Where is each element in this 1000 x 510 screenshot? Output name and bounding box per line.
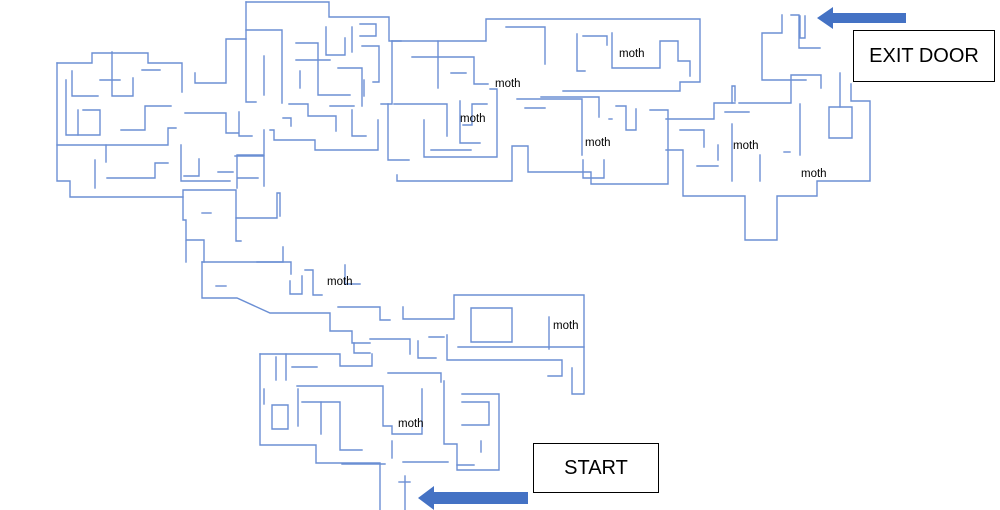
maze-wall bbox=[738, 74, 822, 104]
moth-label: moth bbox=[553, 320, 579, 332]
maze-wall bbox=[269, 119, 379, 151]
maze-wall bbox=[402, 294, 585, 395]
maze-wall bbox=[194, 38, 247, 84]
maze-wall bbox=[411, 56, 489, 85]
maze-wall bbox=[295, 42, 351, 96]
maze-wall bbox=[289, 275, 303, 295]
maze-wall bbox=[111, 51, 134, 97]
maze-wall bbox=[245, 1, 257, 103]
maze-wall bbox=[731, 85, 736, 104]
moth-label: moth bbox=[327, 276, 353, 288]
maze-wall bbox=[443, 380, 500, 471]
maze-wall bbox=[679, 129, 705, 148]
maze-wall bbox=[234, 155, 265, 187]
maze-wall bbox=[180, 144, 231, 182]
maze-wall bbox=[576, 33, 586, 72]
maze-wall bbox=[344, 264, 361, 285]
maze-wall bbox=[446, 334, 563, 377]
moth-label: moth bbox=[619, 48, 645, 60]
maze-wall bbox=[245, 29, 283, 104]
maze-wall bbox=[459, 100, 481, 144]
moth-label: moth bbox=[733, 140, 759, 152]
maze-wall bbox=[301, 401, 363, 451]
maze-wall bbox=[238, 111, 253, 137]
maze-wall bbox=[256, 261, 292, 275]
start-label: START bbox=[533, 443, 659, 493]
maze-wall bbox=[799, 15, 806, 39]
maze-wall bbox=[351, 109, 367, 137]
moth-label: moth bbox=[585, 137, 611, 149]
maze-wall bbox=[540, 96, 600, 118]
maze-wall bbox=[182, 189, 281, 219]
maze-wall bbox=[462, 103, 488, 126]
maze-wall bbox=[417, 340, 437, 359]
maze-wall bbox=[393, 103, 448, 137]
maze-wall bbox=[615, 105, 637, 131]
maze-wall bbox=[56, 52, 183, 93]
maze-wall bbox=[369, 338, 411, 355]
maze-wall bbox=[461, 401, 490, 426]
maze-wall bbox=[470, 307, 513, 343]
maze-wall bbox=[582, 35, 608, 46]
maze-wall bbox=[353, 342, 371, 354]
maze-wall bbox=[665, 83, 871, 241]
maze-wall bbox=[288, 103, 337, 132]
maze-wall bbox=[235, 217, 242, 242]
maze-wall bbox=[236, 129, 265, 189]
maze-wall bbox=[380, 40, 393, 105]
maze-wall bbox=[582, 159, 605, 179]
maze-wall bbox=[337, 306, 391, 321]
maze-wall bbox=[259, 353, 373, 367]
maze-wall bbox=[611, 32, 691, 77]
maze-wall bbox=[201, 261, 371, 344]
maze-wall bbox=[387, 372, 442, 383]
maze-wall bbox=[245, 1, 402, 42]
maze-wall bbox=[325, 26, 346, 56]
exit-arrow-icon bbox=[817, 7, 906, 29]
maze-wall bbox=[423, 88, 498, 158]
moth-label: moth bbox=[801, 168, 827, 180]
moth-label: moth bbox=[460, 113, 486, 125]
maze-wall bbox=[271, 404, 289, 430]
maze-wall bbox=[183, 158, 200, 177]
maze-wall bbox=[296, 385, 423, 435]
maze-wall bbox=[65, 79, 101, 136]
maze-wall bbox=[184, 112, 239, 134]
maze-walls bbox=[56, 1, 871, 510]
maze-wall bbox=[665, 102, 736, 120]
maze-wall bbox=[387, 103, 410, 161]
maze-wall bbox=[201, 246, 284, 263]
maze-wall bbox=[337, 67, 363, 107]
moth-label: moth bbox=[398, 418, 424, 430]
start-arrow-icon bbox=[418, 486, 528, 510]
maze-wall bbox=[304, 269, 323, 296]
maze-wall bbox=[56, 62, 205, 263]
maze-wall bbox=[761, 14, 807, 81]
maze-wall bbox=[120, 105, 172, 131]
exit-door-label: EXIT DOOR bbox=[853, 30, 995, 82]
maze-wall bbox=[790, 14, 821, 49]
maze-wall bbox=[259, 353, 381, 510]
maze-wall bbox=[282, 117, 292, 127]
maze-wall bbox=[56, 127, 177, 146]
maze-wall bbox=[71, 70, 99, 97]
maze-wall bbox=[391, 18, 701, 92]
maze-wall bbox=[516, 98, 583, 156]
maze-wall bbox=[106, 162, 169, 179]
maze-wall bbox=[396, 109, 669, 185]
maze-wall bbox=[359, 23, 377, 37]
maze-wall bbox=[505, 26, 546, 65]
moth-label: moth bbox=[495, 78, 521, 90]
maze-wall bbox=[828, 106, 853, 139]
maze-wall bbox=[361, 45, 380, 83]
